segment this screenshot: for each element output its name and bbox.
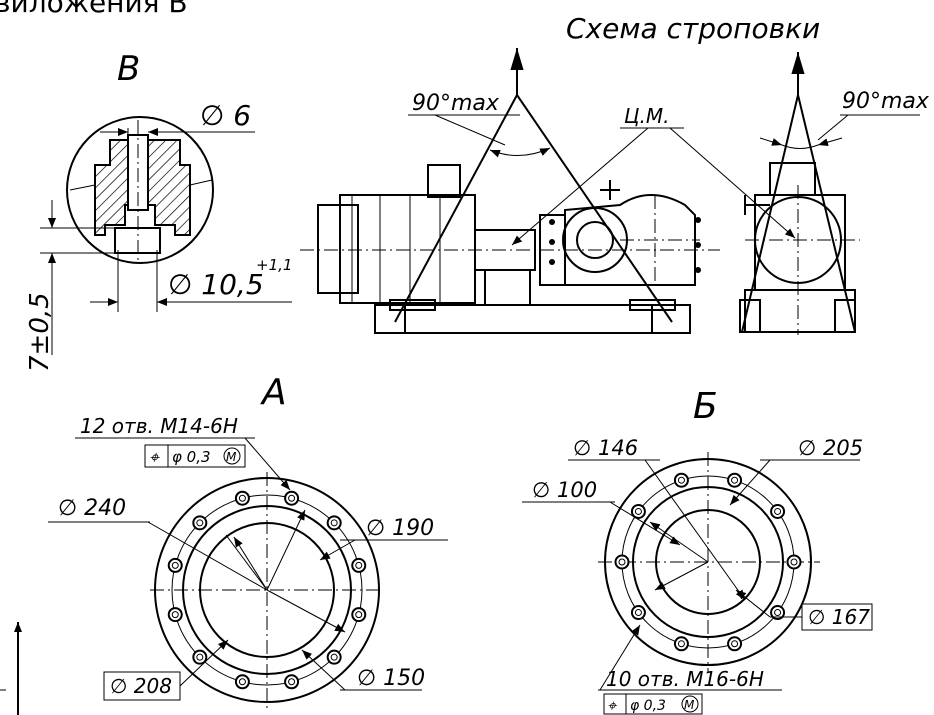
bolt-hole-thread [238,678,246,686]
view-a-dim-outer: ∅ 240 [58,496,126,521]
bolt-hole-thread [774,507,782,515]
bolt-hole [673,636,689,652]
view-b-title: Б [693,386,718,427]
view-b-dim-146: ∅ 146 [573,436,638,460]
sling-diagram: Схема строповки 90°max Ц.М. [300,12,930,335]
center-of-mass-label: Ц.М. [624,104,670,128]
bolt-hole [234,490,250,506]
view-a-holes-note: 12 отв. М14-6Н [80,414,238,438]
pump-unit-side-view [300,164,720,334]
pump-unit-end-view: 90°max [739,52,930,335]
view-b-dim-100: ∅ 100 [532,478,597,502]
view-b-dim-boxed: ∅ 167 [808,605,870,629]
bolt-hole [673,472,689,488]
header-cut-text: виложения В [0,0,188,19]
bolt-hole [234,674,250,690]
detail-hatched-body [69,120,213,262]
view-v-detail: В ∅ 6 ∅ 10,5 +1,1 7±0,5 [25,49,292,372]
bolt-hole-thread [774,609,782,617]
bolt-hole [351,557,367,573]
bolt-hole [167,607,183,623]
view-b-tol-value: φ 0,3 [630,698,666,714]
view-a-tolerance-frame: ⌖ φ 0,3 M [144,444,246,468]
bolt-hole-thread [196,519,204,527]
bolt-hole [284,490,300,506]
bolt-hole-thread [288,678,296,686]
bolt-hole-thread [171,561,179,569]
bolt-hole [284,674,300,690]
view-a-tol-symbol: ⌖ [149,448,160,468]
bolt-hole [727,636,743,652]
bolt-hole-thread [330,519,338,527]
bolt-hole-thread [790,558,798,566]
bolt-hole [192,515,208,531]
view-b-flange: Б ∅ 146 ∅ 205 ∅ 100 ∅ 167 10 отв. М16-6Н [522,386,873,715]
view-v-title: В [117,49,140,89]
bolt-hole-thread [355,611,363,619]
view-a-tol-value: φ 0,3 [172,448,211,466]
view-b-tolerance-frame: ⌖ φ 0,3 M [603,693,703,715]
dim-hole-diameter: ∅ 6 [200,99,251,132]
view-b-bolt-holes [614,472,802,652]
bolt-hole [770,605,786,621]
bolt-hole [630,605,646,621]
dim-depth: 7±0,5 [25,292,55,372]
bolt-hole-thread [618,558,626,566]
bolt-hole-thread [677,476,685,484]
dim-outer-tolerance: +1,1 [256,256,292,274]
bolt-hole [326,515,342,531]
bolt-hole [630,503,646,519]
bolt-hole [192,649,208,665]
sling-title: Схема строповки [566,12,820,45]
sling-angle-left: 90°max [412,91,500,116]
bolt-hole-thread [288,494,296,502]
bolt-hole [167,557,183,573]
bolt-hole [770,503,786,519]
view-a-tol-modifier: M [226,450,237,464]
view-a-title: А [260,372,287,413]
view-a-dim-boxed: ∅ 208 [110,674,172,698]
bolt-hole [727,472,743,488]
view-b-tol-modifier: M [684,698,695,712]
sling-angle-right: 90°max [842,89,930,114]
bolt-hole [351,607,367,623]
bolt-hole-thread [731,476,739,484]
view-a-flange: А 12 отв. М14-6Н ⌖ φ 0,3 M ∅ 240 ∅ 190 [48,372,448,708]
view-b-holes-note: 10 отв. М16-6Н [606,667,764,691]
bolt-hole [786,554,802,570]
view-a-dim-inner: ∅ 150 [357,666,425,691]
view-a-bolt-holes [167,490,367,690]
bolt-hole [326,649,342,665]
bolt-hole-thread [634,609,642,617]
bolt-hole-thread [677,640,685,648]
bolt-hole-thread [634,507,642,515]
bolt-hole-thread [238,494,246,502]
bolt-hole-thread [355,561,363,569]
bolt-hole-thread [731,640,739,648]
view-a-dim-bolt-circle: ∅ 190 [366,516,434,541]
dim-outer-diameter: ∅ 10,5 [168,268,264,301]
bolt-hole-thread [171,611,179,619]
view-b-tol-symbol: ⌖ [607,696,618,715]
bolt-hole-thread [196,653,204,661]
detail-circle [66,116,214,264]
bolt-hole [614,554,630,570]
bolt-hole-thread [330,653,338,661]
view-b-dim-205: ∅ 205 [798,436,863,460]
